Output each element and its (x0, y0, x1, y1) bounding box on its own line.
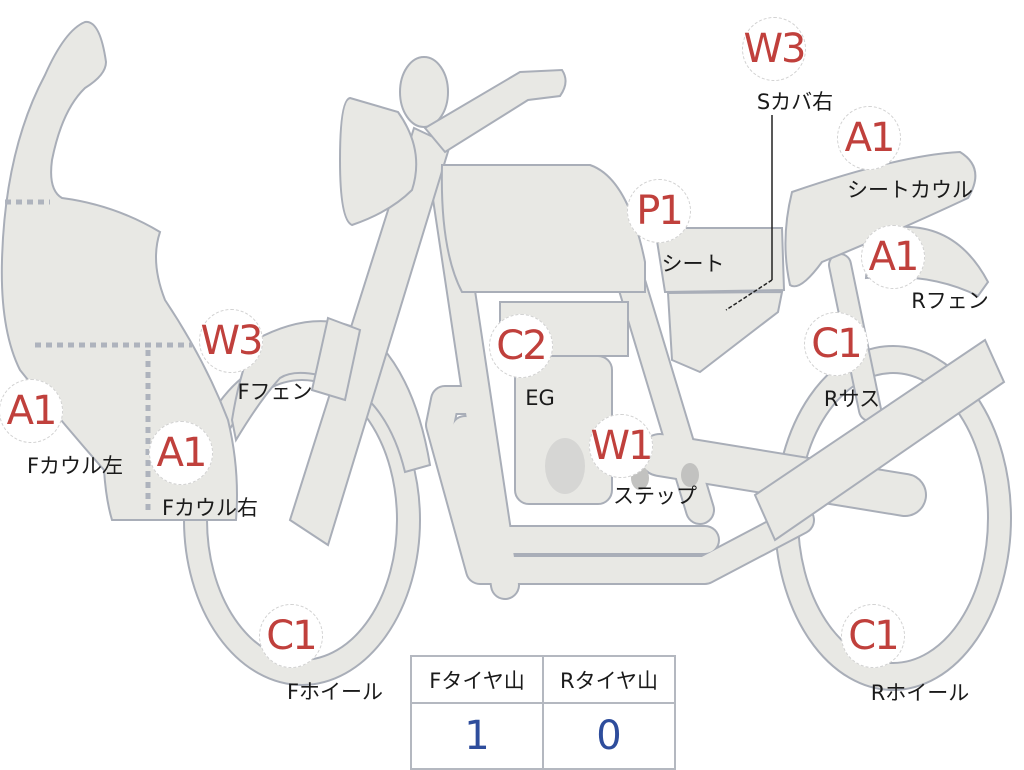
part-label-rear-fender: Rフェン (911, 289, 989, 313)
side-cover (666, 290, 784, 374)
step-peg (681, 463, 699, 487)
damage-code-front-cowl-right[interactable]: A1 (149, 421, 213, 485)
part-label-front-wheel: Fホイール (286, 680, 384, 704)
part-label-rear-suspension: Rサス (823, 387, 881, 411)
damage-code-front-fender[interactable]: W3 (199, 309, 264, 373)
rear-tire-tread-header: Rタイヤ山 (542, 655, 676, 704)
meter (399, 56, 449, 128)
damage-code-rear-wheel[interactable]: C1 (841, 604, 905, 668)
fuel-tank (440, 164, 646, 293)
front-tire-tread-value: 1 (410, 702, 544, 770)
front-cowl (0, 20, 238, 521)
engine-cover (545, 438, 585, 494)
damage-code-engine[interactable]: C2 (489, 314, 553, 378)
damage-code-side-cover-right[interactable]: W3 (742, 17, 807, 81)
damage-code-seat-cowl[interactable]: A1 (837, 106, 901, 170)
part-label-engine: EG (525, 386, 555, 410)
damage-code-seat[interactable]: P1 (627, 179, 691, 243)
part-label-seat: シート (661, 252, 725, 276)
headlight (338, 96, 418, 227)
fork-sleeve (310, 316, 362, 402)
damage-code-step[interactable]: W1 (589, 414, 654, 478)
rear-strut (753, 338, 1006, 542)
damage-code-rear-suspension[interactable]: C1 (804, 312, 868, 376)
damage-code-front-wheel[interactable]: C1 (259, 604, 323, 668)
part-label-step: ステップ (613, 484, 697, 508)
tire-tread-table: Fタイヤ山 Rタイヤ山 1 0 (410, 655, 676, 770)
handlebar (423, 68, 567, 154)
front-tire-tread-header: Fタイヤ山 (410, 655, 544, 704)
side-cover-pointer-dash (725, 279, 773, 311)
part-label-rear-wheel: Rホイール (870, 681, 970, 705)
damage-code-rear-fender[interactable]: A1 (861, 225, 925, 289)
part-label-seat-cowl: シートカウル (847, 178, 973, 202)
part-label-side-cover-right: Sカバ右 (756, 90, 834, 114)
seat-cowl (784, 150, 977, 288)
damage-code-front-cowl-left[interactable]: A1 (0, 379, 63, 443)
seat (653, 227, 786, 294)
part-label-front-cowl-left: Fカウル左 (26, 454, 124, 478)
part-label-front-cowl-right: Fカウル右 (161, 496, 259, 520)
rear-tire-tread-value: 0 (542, 702, 676, 770)
part-label-front-fender: Fフェン (237, 380, 313, 404)
